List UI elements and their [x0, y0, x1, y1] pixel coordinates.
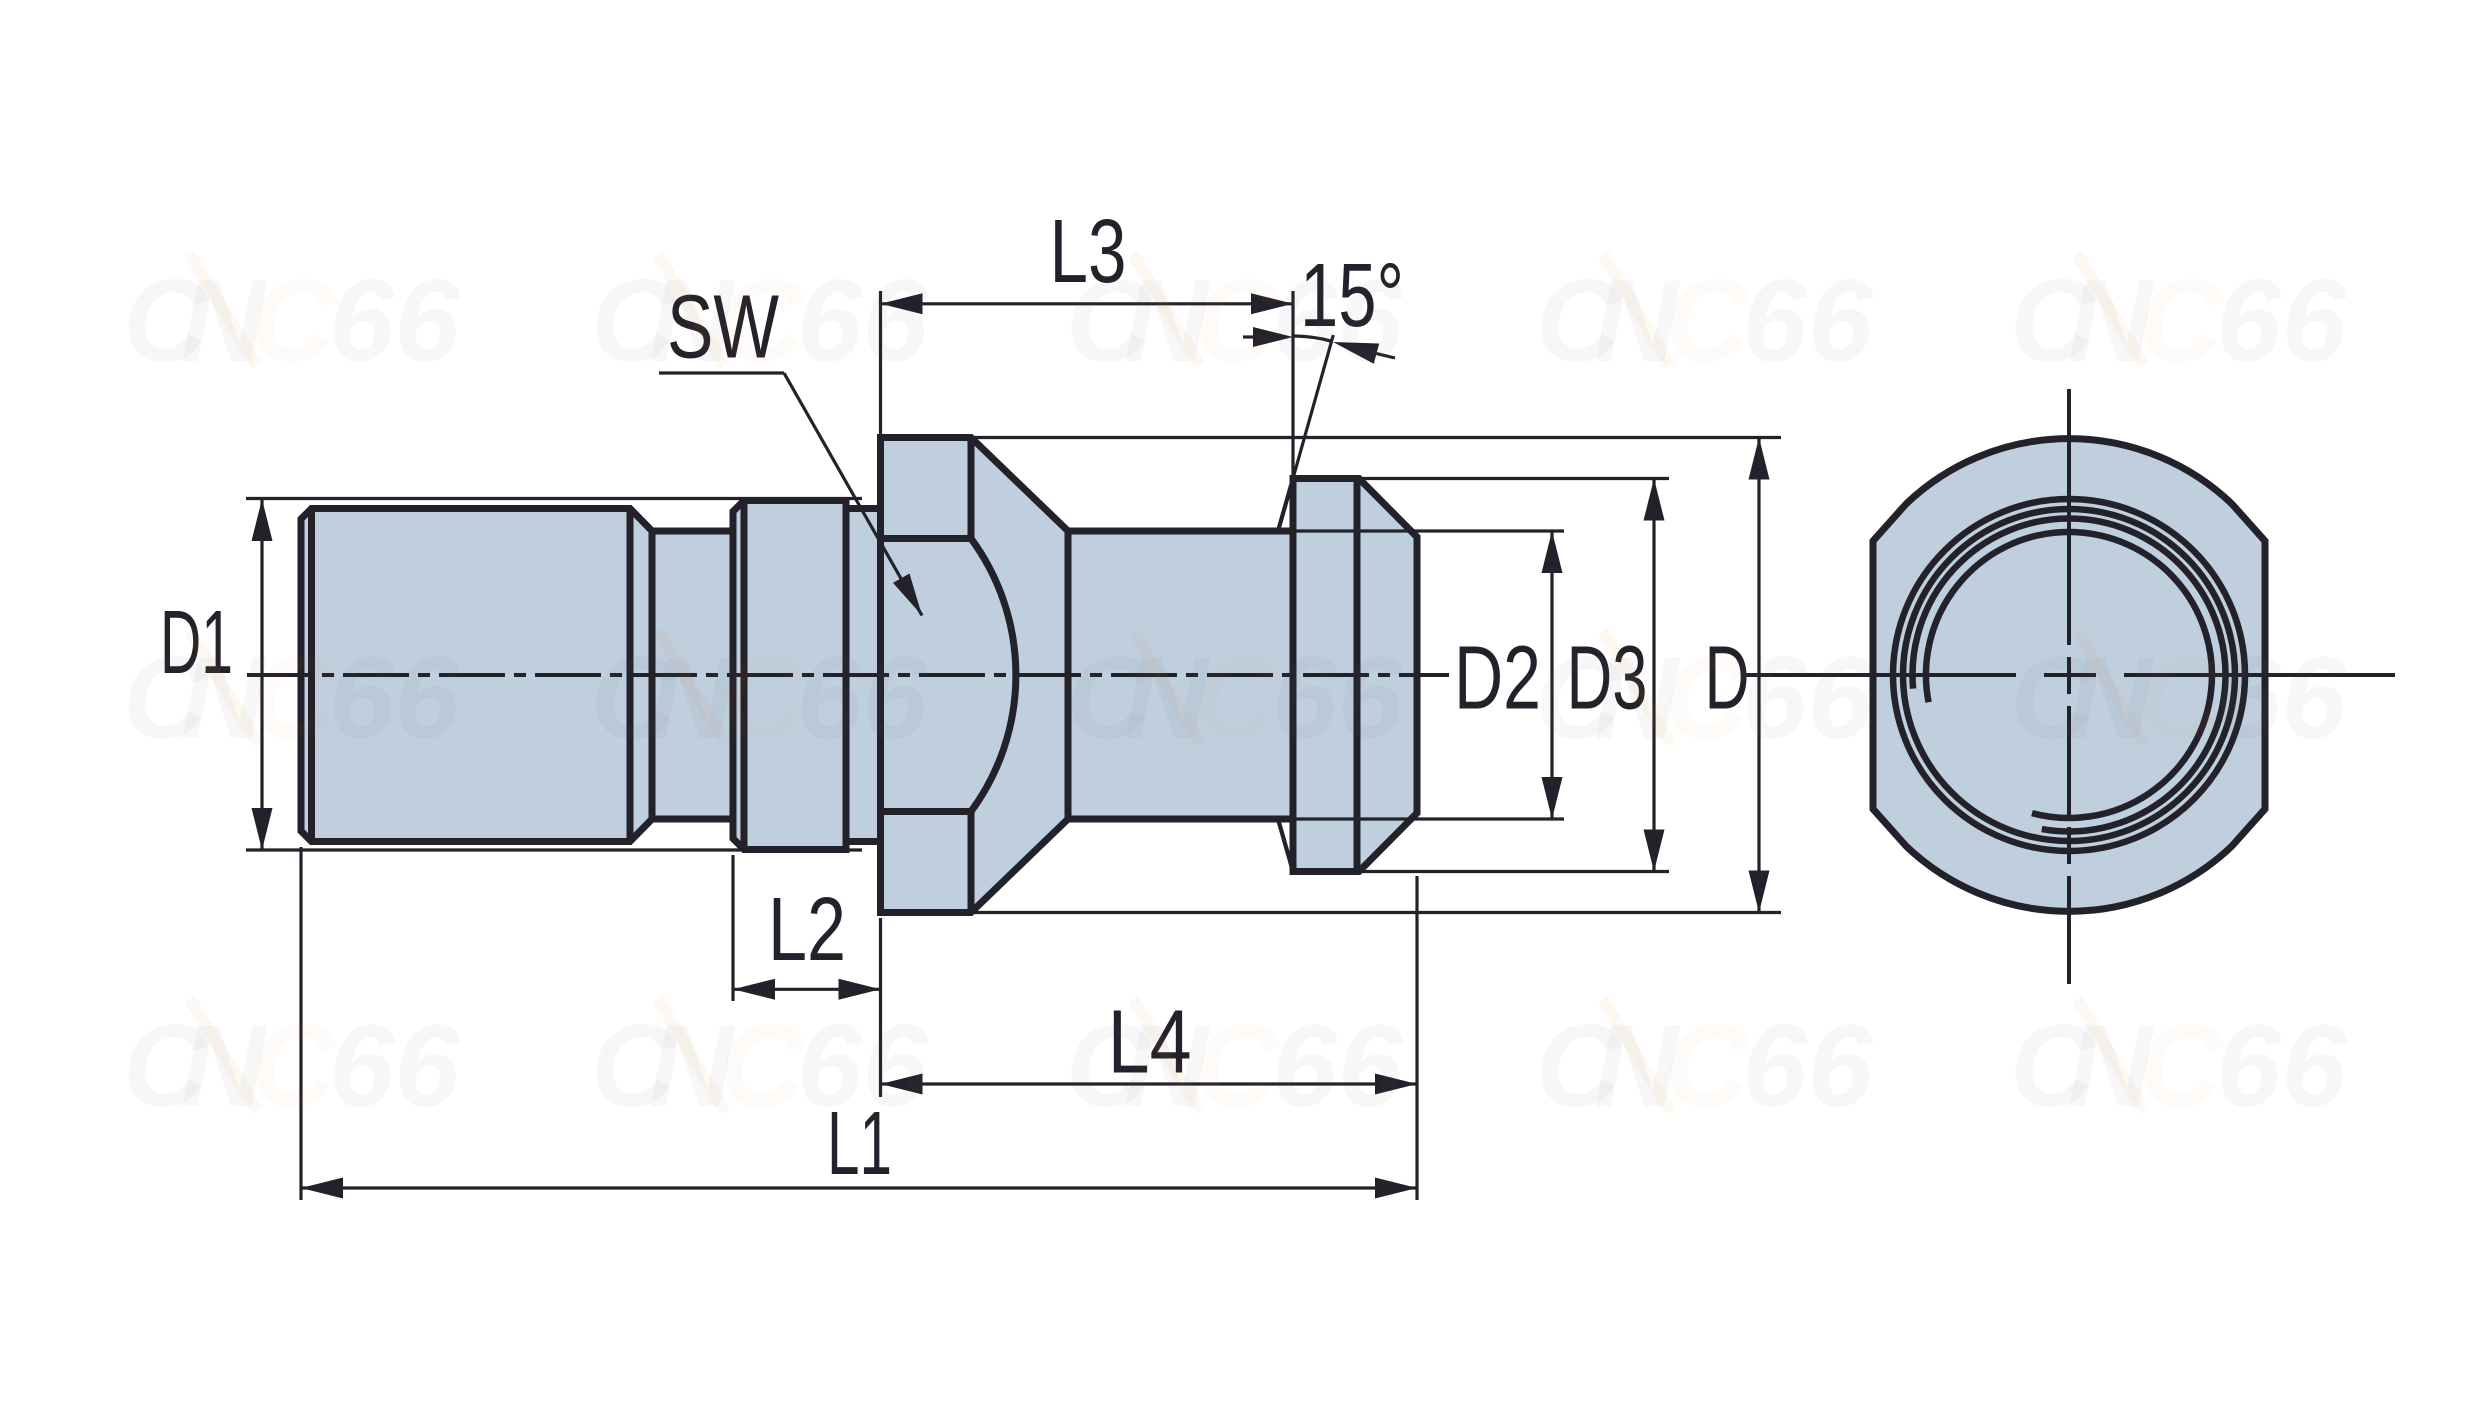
svg-text:N: N — [181, 255, 268, 386]
svg-text:6: 6 — [797, 632, 863, 763]
svg-text:6: 6 — [1272, 1000, 1338, 1131]
svg-text:C: C — [591, 632, 677, 763]
svg-text:D2: D2 — [1454, 629, 1541, 729]
svg-text:C: C — [251, 632, 337, 763]
svg-text:6: 6 — [2281, 255, 2347, 386]
svg-text:C: C — [1664, 255, 1750, 386]
svg-text:N: N — [2068, 255, 2155, 386]
svg-text:6: 6 — [394, 1000, 460, 1131]
svg-text:C: C — [2010, 1000, 2096, 1131]
svg-text:C: C — [1536, 632, 1622, 763]
svg-text:6: 6 — [862, 255, 928, 386]
svg-text:N: N — [1594, 255, 1681, 386]
svg-text:N: N — [2068, 1000, 2155, 1131]
svg-text:C: C — [2010, 255, 2096, 386]
svg-text:C: C — [591, 1000, 677, 1131]
svg-text:6: 6 — [1807, 632, 1873, 763]
svg-text:6: 6 — [2216, 255, 2282, 386]
svg-text:C: C — [2138, 632, 2224, 763]
svg-text:D1: D1 — [160, 593, 233, 693]
svg-text:6: 6 — [2281, 632, 2347, 763]
svg-text:6: 6 — [2216, 632, 2282, 763]
svg-text:6: 6 — [1272, 255, 1338, 386]
svg-text:6: 6 — [1807, 255, 1873, 386]
svg-text:6: 6 — [797, 255, 863, 386]
svg-text:6: 6 — [329, 1000, 395, 1131]
svg-text:N: N — [649, 1000, 736, 1131]
svg-text:D3: D3 — [1567, 629, 1648, 729]
svg-text:15°: 15° — [1300, 246, 1404, 346]
svg-text:L3: L3 — [1050, 202, 1127, 302]
svg-text:N: N — [649, 255, 736, 386]
svg-text:6: 6 — [1337, 255, 1403, 386]
svg-text:6: 6 — [329, 255, 395, 386]
svg-text:C: C — [1066, 1000, 1152, 1131]
svg-text:C: C — [1194, 255, 1280, 386]
svg-text:6: 6 — [1272, 632, 1338, 763]
svg-text:6: 6 — [1807, 1000, 1873, 1131]
svg-text:C: C — [1536, 1000, 1622, 1131]
svg-text:6: 6 — [862, 632, 928, 763]
svg-text:6: 6 — [394, 632, 460, 763]
svg-text:N: N — [1594, 1000, 1681, 1131]
svg-text:6: 6 — [1337, 632, 1403, 763]
svg-text:C: C — [123, 255, 209, 386]
svg-text:6: 6 — [862, 1000, 928, 1131]
svg-text:C: C — [1066, 255, 1152, 386]
svg-text:N: N — [1594, 632, 1681, 763]
svg-text:N: N — [181, 632, 268, 763]
svg-text:N: N — [181, 1000, 268, 1131]
svg-text:C: C — [719, 1000, 805, 1131]
svg-text:6: 6 — [1337, 1000, 1403, 1131]
svg-text:C: C — [2138, 1000, 2224, 1131]
svg-text:C: C — [1536, 255, 1622, 386]
svg-text:C: C — [1194, 1000, 1280, 1131]
svg-text:C: C — [591, 255, 677, 386]
svg-text:C: C — [1664, 632, 1750, 763]
svg-text:C: C — [251, 1000, 337, 1131]
svg-text:6: 6 — [797, 1000, 863, 1131]
svg-text:C: C — [2010, 632, 2096, 763]
svg-text:SW: SW — [667, 278, 779, 378]
svg-text:N: N — [1124, 1000, 1211, 1131]
svg-text:C: C — [251, 255, 337, 386]
svg-text:6: 6 — [2281, 1000, 2347, 1131]
svg-text:L2: L2 — [768, 880, 846, 980]
svg-text:N: N — [2068, 632, 2155, 763]
svg-text:C: C — [719, 255, 805, 386]
svg-text:C: C — [1066, 632, 1152, 763]
svg-text:C: C — [719, 632, 805, 763]
svg-text:6: 6 — [1742, 1000, 1808, 1131]
svg-text:C: C — [123, 1000, 209, 1131]
svg-text:C: C — [1194, 632, 1280, 763]
svg-text:C: C — [1664, 1000, 1750, 1131]
svg-text:N: N — [649, 632, 736, 763]
svg-text:L1: L1 — [827, 1094, 892, 1194]
svg-text:6: 6 — [394, 255, 460, 386]
svg-text:6: 6 — [329, 632, 395, 763]
svg-text:C: C — [2138, 255, 2224, 386]
svg-text:L4: L4 — [1108, 992, 1192, 1092]
svg-text:C: C — [123, 632, 209, 763]
svg-text:N: N — [1124, 255, 1211, 386]
svg-text:6: 6 — [1742, 632, 1808, 763]
svg-text:N: N — [1124, 632, 1211, 763]
svg-text:D: D — [1705, 629, 1750, 729]
svg-text:6: 6 — [1742, 255, 1808, 386]
svg-text:6: 6 — [2216, 1000, 2282, 1131]
